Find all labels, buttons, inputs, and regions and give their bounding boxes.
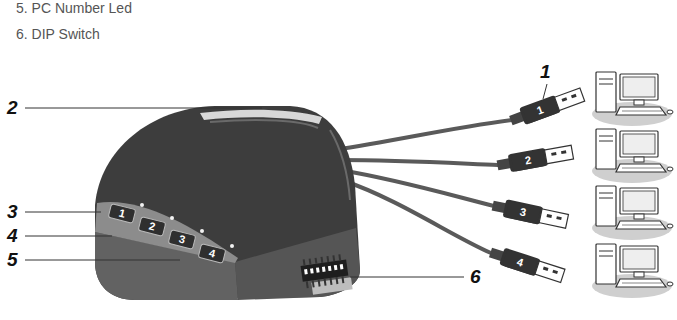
usb-plugs xyxy=(488,86,586,284)
usb-plug: 3 xyxy=(506,200,541,223)
switch-device xyxy=(95,106,360,300)
usb-plug: 2 xyxy=(511,149,546,171)
usb-plug: 4 xyxy=(502,249,538,275)
callout-number: 6 xyxy=(470,267,481,288)
part-name: 5. PC Number Led xyxy=(16,1,132,16)
usb-cables xyxy=(334,120,512,253)
number-label: 1 xyxy=(118,207,127,219)
callout-number: 2 xyxy=(7,98,18,119)
part-name: 6. DIP Switch xyxy=(16,27,100,42)
number-label: 1 xyxy=(535,104,545,116)
leader-lines xyxy=(25,84,547,277)
number-label: 4 xyxy=(515,256,524,268)
callout-number: 3 xyxy=(7,202,18,223)
callout-number: 5 xyxy=(7,250,18,271)
number-label: 3 xyxy=(519,206,527,218)
number-label: 2 xyxy=(524,154,532,166)
number-label: 4 xyxy=(208,247,217,259)
number-label: 2 xyxy=(148,220,157,232)
callout-number: 4 xyxy=(7,226,18,247)
dip-switch xyxy=(300,254,350,289)
usb-plug: 1 xyxy=(522,97,558,124)
number-label: 3 xyxy=(178,233,187,245)
callout-number: 1 xyxy=(540,62,551,83)
computer-icons xyxy=(592,72,673,298)
